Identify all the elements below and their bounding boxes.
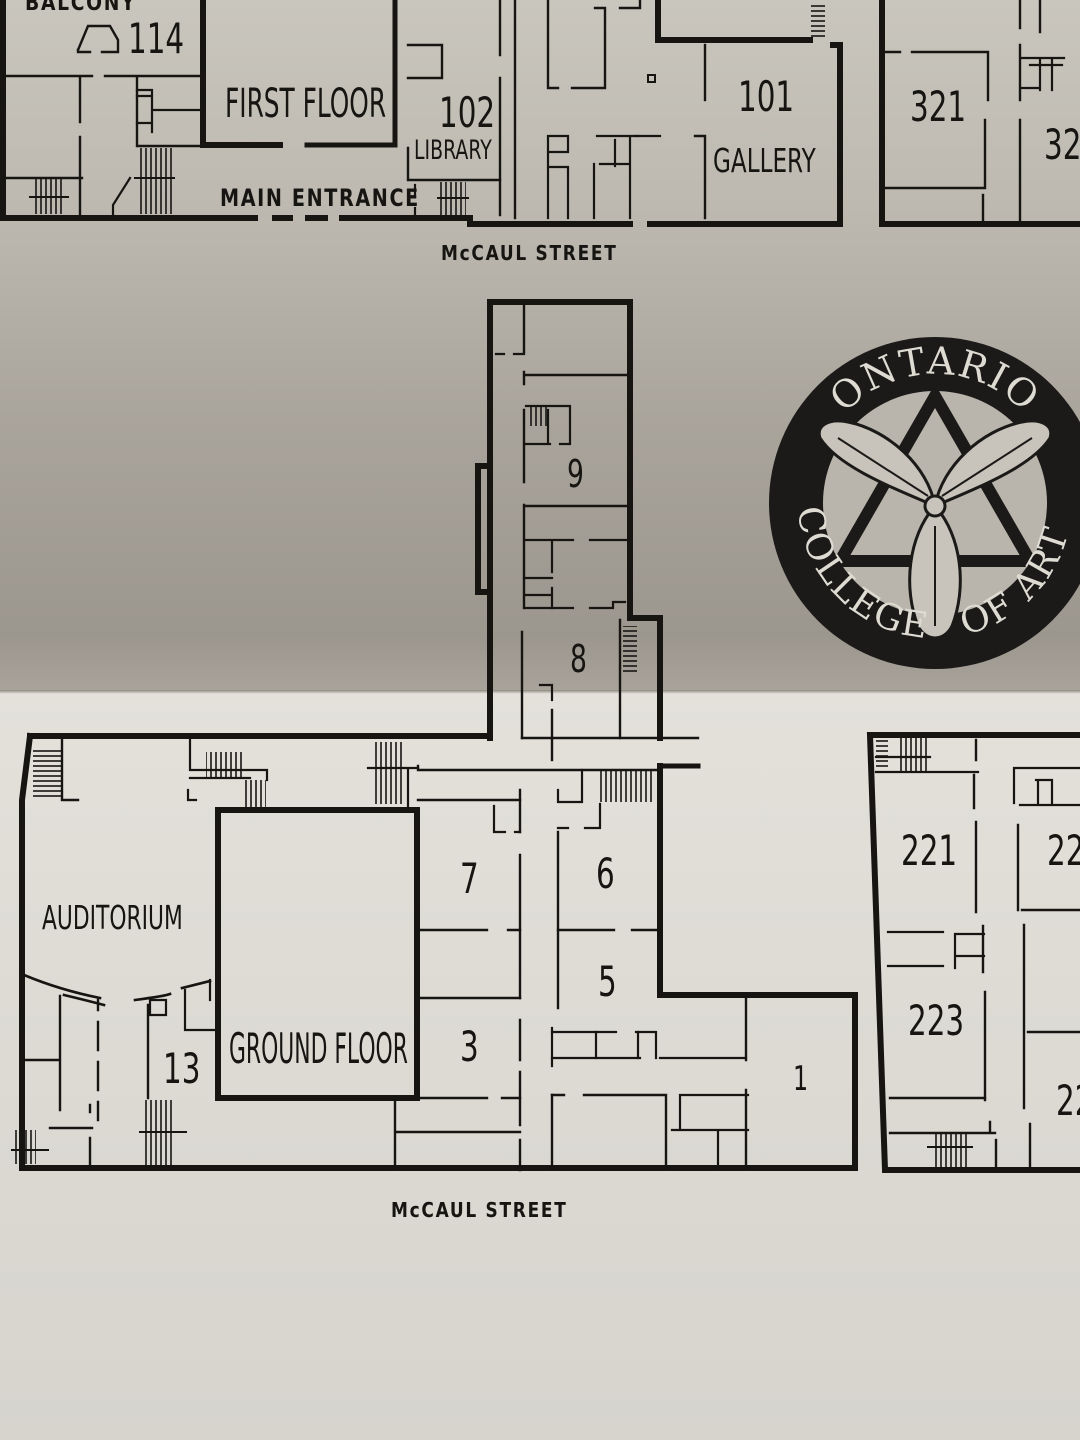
room-322-number: 322 bbox=[1044, 120, 1080, 169]
room-223-number: 223 bbox=[908, 996, 965, 1045]
room-13-number: 13 bbox=[163, 1044, 201, 1093]
room-101-number: 101 bbox=[738, 72, 795, 121]
paper-lit-area bbox=[0, 692, 1080, 1440]
room-8-number: 8 bbox=[570, 637, 587, 681]
first-floor-street-label: McCAUL STREET bbox=[441, 241, 618, 265]
ontario-college-of-art-logo: ONTARIO COLLEGE OF ART bbox=[769, 337, 1080, 669]
ground-floor-plan bbox=[11, 299, 858, 1172]
balcony-label: BALCONY bbox=[25, 0, 137, 16]
room-222-number: 222 bbox=[1047, 826, 1080, 875]
room-6-number: 6 bbox=[596, 849, 615, 898]
first-floor-title: FIRST FLOOR bbox=[225, 81, 387, 127]
room-9-number: 9 bbox=[567, 452, 584, 496]
gallery-label: GALLERY bbox=[713, 141, 816, 180]
room-224-number: 224 bbox=[1056, 1076, 1080, 1125]
room-5-number: 5 bbox=[598, 957, 617, 1006]
paper-fold-crease bbox=[0, 690, 1080, 694]
ground-floor-street-label: McCAUL STREET bbox=[391, 1198, 568, 1222]
trillium-icon bbox=[817, 419, 1053, 640]
room-221-number: 221 bbox=[901, 826, 958, 875]
room-1-number: 1 bbox=[793, 1059, 809, 1099]
first-floor-plan bbox=[0, 0, 1080, 227]
library-label: LIBRARY bbox=[414, 135, 492, 166]
main-entrance-label: MAIN ENTRANCE bbox=[220, 184, 420, 212]
auditorium-label: AUDITORIUM bbox=[42, 898, 183, 937]
room-3-number: 3 bbox=[460, 1022, 479, 1071]
room-102-number: 102 bbox=[439, 88, 496, 137]
room-7-number: 7 bbox=[460, 854, 479, 903]
room-321-number: 321 bbox=[910, 82, 967, 131]
ground-floor-title: GROUND FLOOR bbox=[229, 1024, 408, 1073]
second-floor-partial-plan bbox=[866, 732, 1080, 1173]
room-114-number: 114 bbox=[128, 14, 185, 63]
